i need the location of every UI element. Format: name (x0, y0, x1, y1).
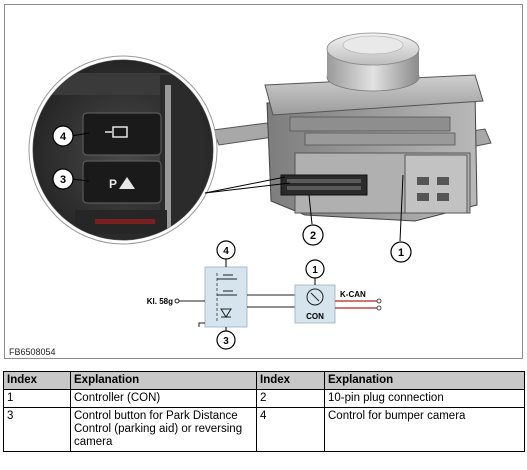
explanation-cell: Control button for Park Distance Control… (70, 407, 257, 452)
svg-text:P: P (109, 177, 117, 191)
leader-lines (70, 132, 404, 242)
legend-header-row: Index Explanation Index Explanation (3, 371, 525, 390)
explanation-cell: Controller (CON) (70, 389, 257, 408)
explanation-cell: 10-pin plug connection (324, 389, 525, 408)
svg-text:CON: CON (306, 312, 324, 321)
index-cell: 4 (256, 407, 325, 452)
svg-text:2: 2 (310, 230, 316, 242)
explanation-cell: Control for bumper camera (324, 407, 525, 452)
callout-4: 4 (52, 125, 74, 147)
callout-1: 1 (390, 241, 412, 263)
svg-text:K-CAN: K-CAN (340, 290, 366, 299)
figure-code: FB6508054 (9, 347, 56, 357)
svg-text:4: 4 (60, 131, 67, 143)
header-explanation: Explanation (324, 371, 525, 390)
index-cell: 2 (256, 389, 325, 408)
svg-text:3: 3 (60, 174, 66, 186)
index-cell: 1 (3, 389, 71, 408)
svg-text:1: 1 (398, 247, 404, 259)
header-index: Index (256, 371, 325, 390)
schematic-callout-3: 3 (216, 330, 236, 350)
svg-text:1: 1 (312, 265, 318, 276)
callout-2: 2 (302, 224, 324, 246)
component-figure: P 4 3 2 (4, 4, 523, 359)
header-index: Index (3, 371, 71, 390)
button-zoom-view: P (28, 55, 218, 245)
schematic-callout-1: 1 (305, 259, 325, 279)
schematic-callout-4: 4 (216, 240, 236, 260)
wiring-schematic: Kl. 58g CON K-CAN (147, 259, 382, 331)
index-cell: 3 (3, 407, 71, 452)
controller-illustration (212, 32, 492, 222)
table-row: 1 Controller (CON) 2 10-pin plug connect… (3, 389, 525, 408)
illustration: P 4 3 2 (28, 32, 492, 350)
legend-table: Index Explanation Index Explanation 1 Co… (3, 371, 525, 452)
svg-text:4: 4 (223, 246, 229, 257)
header-explanation: Explanation (70, 371, 257, 390)
svg-text:3: 3 (223, 336, 229, 347)
table-row: 3 Control button for Park Distance Contr… (3, 407, 525, 452)
svg-text:Kl. 58g: Kl. 58g (147, 297, 173, 306)
callout-3: 3 (52, 168, 74, 190)
